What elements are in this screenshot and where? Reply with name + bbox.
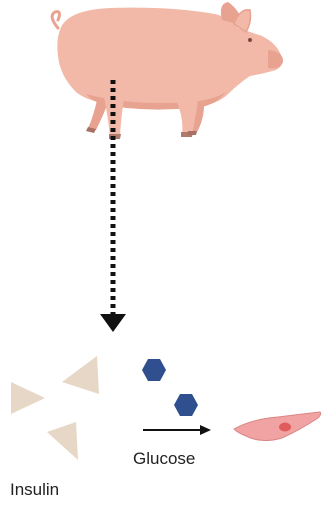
- pig-icon: [52, 2, 283, 139]
- insulin-label: Insulin: [10, 480, 59, 500]
- triangle-icon: [11, 382, 45, 414]
- insulin-molecules: [11, 356, 99, 460]
- cell-icon: [234, 412, 321, 441]
- glucose-molecules: [142, 359, 198, 416]
- triangle-icon: [47, 422, 78, 460]
- triangle-icon: [62, 356, 99, 394]
- hexagon-icon: [142, 359, 166, 381]
- arrow-icon: [143, 425, 211, 435]
- glucose-label: Glucose: [133, 449, 195, 469]
- hexagon-icon: [174, 394, 198, 416]
